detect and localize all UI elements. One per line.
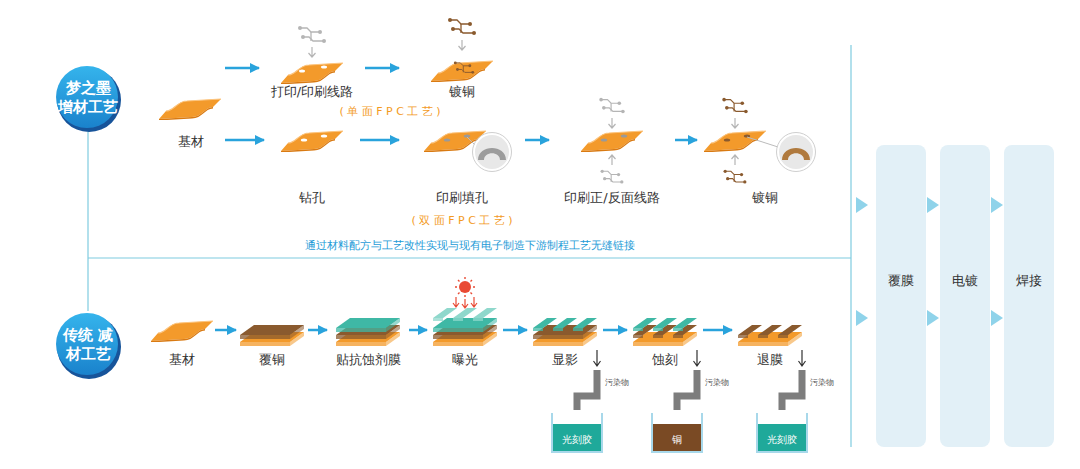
substrate <box>581 131 643 153</box>
circuit-icon <box>599 98 624 113</box>
divider-line <box>850 45 851 447</box>
flow-triangle <box>856 197 868 326</box>
flow-arrow <box>225 67 259 70</box>
substrate <box>704 131 766 153</box>
process-step: 蚀刻 <box>630 305 700 370</box>
node-label: 电镀 <box>952 272 978 288</box>
process-step: 贴抗蚀剂膜 <box>330 305 406 370</box>
process-step: 曝光 <box>430 275 500 370</box>
node-label: 梦之墨 增材工艺 <box>57 79 119 118</box>
pipe-label: 污染物 <box>604 377 630 388</box>
substrate <box>431 61 493 83</box>
node-label: 钻孔 <box>299 190 325 206</box>
substrate <box>159 99 221 121</box>
beaker-shape <box>755 410 809 454</box>
flow-arrow <box>603 329 627 332</box>
process-circle: 传统 减材工艺 <box>54 311 122 379</box>
node-label: 铜 <box>672 433 682 447</box>
circuit-icon <box>724 170 747 184</box>
process-step: 显影 <box>530 305 600 370</box>
zoom-circle <box>778 134 814 170</box>
substrate <box>281 131 343 153</box>
flow-arrow <box>360 139 399 142</box>
divider-line <box>88 257 851 258</box>
pipe-label: 污染物 <box>809 377 835 388</box>
flow-arrow <box>215 329 236 332</box>
node-label: 曝光 <box>452 352 478 368</box>
flow-arrow <box>503 329 527 332</box>
substrate <box>281 63 343 85</box>
waste-pipe <box>677 370 697 410</box>
process-step: 基材 <box>160 55 222 152</box>
post-process-panel: 电镀 <box>940 145 990 447</box>
photomask <box>433 308 497 321</box>
node-label: 覆膜 <box>888 272 914 288</box>
node-label: 贴抗蚀剂膜 <box>336 352 401 368</box>
resist-film <box>336 318 400 332</box>
waste-beaker: 光刻胶 <box>550 410 604 454</box>
waste-beaker: 光刻胶 <box>755 410 809 454</box>
process-circle: 梦之墨 增材工艺 <box>54 64 122 132</box>
node-label: 光刻胶 <box>562 433 592 447</box>
node-label: 镀铜 <box>449 84 475 100</box>
flow-arrow <box>409 329 427 332</box>
flow-arrow <box>991 197 1003 213</box>
circuit-icon <box>448 18 476 35</box>
leader-line <box>747 137 778 147</box>
flow-arrow <box>308 329 327 332</box>
flow-arrow <box>927 197 939 213</box>
pipe-label: 污染物 <box>704 377 730 388</box>
flow-arrow <box>703 329 732 332</box>
beaker-shape <box>650 410 704 454</box>
node-label: 传统 减材工艺 <box>57 326 119 365</box>
process-step: 镀铜 <box>402 15 522 102</box>
node-label: 覆铜 <box>259 352 285 368</box>
waste-pipe <box>782 370 802 410</box>
node-label: 印刷正/反面线路 <box>564 190 659 206</box>
zoom-circle <box>474 134 510 170</box>
circuit-icon <box>298 26 326 43</box>
post-process-panel: 焊接 <box>1004 145 1054 447</box>
process-step: 打印/印刷线路 <box>262 22 362 102</box>
node-label: 退膜 <box>757 352 783 368</box>
waste-beaker: 铜 <box>650 410 704 454</box>
circuit-icon <box>722 98 747 113</box>
light-source <box>453 277 477 308</box>
copper-layer <box>240 325 304 339</box>
node-label: 显影 <box>552 352 578 368</box>
process-note: ( 单 面 F P C 工 艺 ) <box>339 104 440 119</box>
process-step: 基材 <box>152 305 212 370</box>
node-label: 印刷填孔 <box>436 190 488 206</box>
node-label: 打印/印刷线路 <box>271 84 353 100</box>
circuit-icon <box>601 170 624 184</box>
substrate <box>151 321 213 343</box>
process-step: 印刷填孔 <box>402 110 522 208</box>
down-arrow <box>309 47 316 57</box>
process-step: 钻孔 <box>267 110 357 208</box>
process-step: 退膜 <box>735 305 805 370</box>
flow-arrow <box>225 139 264 142</box>
down-arrow <box>459 40 466 50</box>
beaker-shape <box>550 410 604 454</box>
link-line <box>87 132 88 311</box>
node-label: 基材 <box>178 134 204 150</box>
waste-pipe <box>577 370 597 410</box>
process-step: 镀铜 <box>700 90 830 208</box>
flow-arrow <box>525 139 549 142</box>
node-label: 焊接 <box>1016 272 1042 288</box>
circuit-icon <box>454 61 474 73</box>
process-step: 覆铜 <box>239 305 305 370</box>
flow-arrow <box>365 67 399 70</box>
flow-arrow <box>675 139 697 142</box>
process-note: ( 双 面 F P C 工 艺 ) <box>411 213 512 228</box>
node-label: 蚀刻 <box>652 352 678 368</box>
node-label: 基材 <box>169 352 195 368</box>
post-process-panel: 覆膜 <box>876 145 926 447</box>
process-step: 印刷正/反面线路 <box>552 85 672 208</box>
node-label: 光刻胶 <box>767 433 797 447</box>
caption-note: 通过材料配方与工艺改性实现与现有电子制造下游制程工艺无缝链接 <box>305 239 635 253</box>
node-label: 镀铜 <box>752 190 778 206</box>
